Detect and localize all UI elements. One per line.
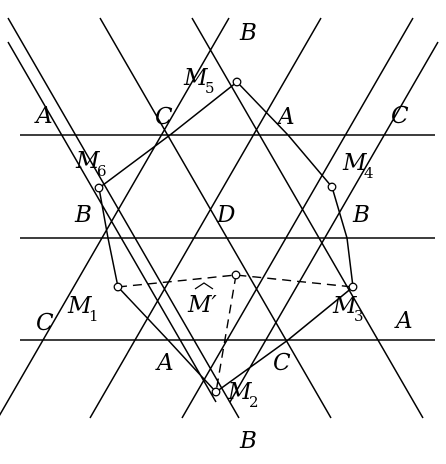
label-a-top: A — [276, 104, 295, 130]
label-a-bottom: A — [155, 350, 174, 376]
line-rising-1 — [0, 17, 230, 417]
label-m3: M3 — [332, 293, 364, 325]
label-b-bottom: B — [239, 428, 257, 454]
label-d: D — [216, 202, 235, 228]
label-c-right: C — [391, 103, 409, 129]
point-m2 — [211, 387, 221, 397]
label-c-top: C — [155, 104, 173, 130]
point-m3 — [348, 282, 358, 292]
label-m4: M4 — [342, 150, 374, 182]
line-falling-2 — [7, 17, 240, 419]
label-m2: M2 — [227, 379, 259, 411]
point-mprime — [231, 270, 241, 280]
label-a-right: A — [394, 308, 413, 334]
point-m4 — [327, 182, 337, 192]
label-c-left: C — [36, 310, 54, 336]
point-m1 — [113, 282, 123, 292]
line-falling-3 — [191, 17, 424, 419]
label-m6: M6 — [75, 148, 107, 180]
label-b-top: B — [239, 20, 257, 46]
hat-accent — [194, 282, 214, 290]
line-rising-4 — [229, 41, 439, 403]
line-rising-3 — [181, 17, 414, 419]
point-m6 — [94, 183, 104, 193]
label-m1: M1 — [67, 293, 99, 325]
dashed-segment-m1-mprime-m3 — [117, 274, 354, 288]
label-b-right: B — [352, 202, 370, 228]
label-a-left: A — [34, 103, 53, 129]
point-m5 — [232, 77, 242, 87]
line-falling-4 — [7, 41, 217, 403]
line-falling-1 — [99, 17, 332, 419]
label-c-bottom: C — [273, 350, 291, 376]
label-m5: M5 — [183, 65, 215, 97]
dashed-segment-mprime-m2 — [215, 274, 237, 393]
line-rising-2 — [89, 17, 322, 419]
label-mprime: M′ — [187, 292, 218, 318]
label-b-left: B — [74, 202, 92, 228]
polygon-outline — [98, 81, 354, 393]
